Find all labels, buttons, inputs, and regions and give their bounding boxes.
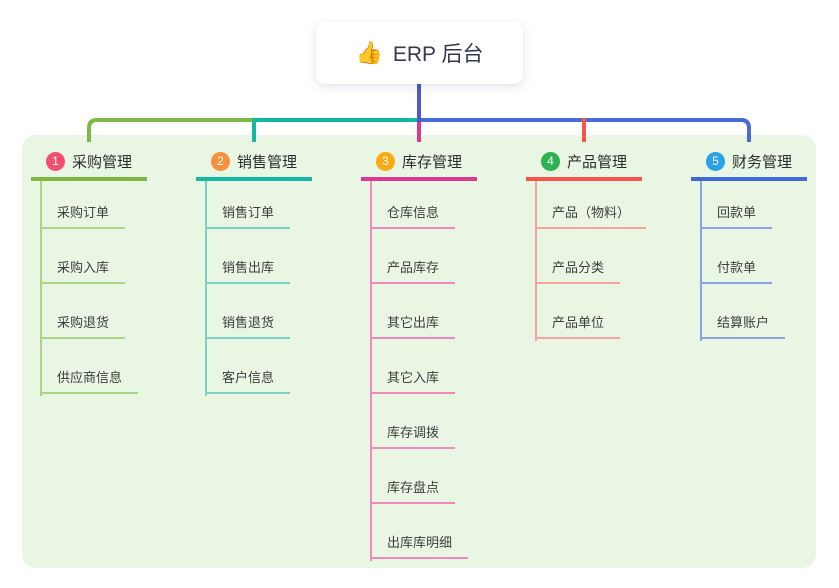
child-node[interactable]: 采购订单 <box>40 203 126 229</box>
branch-header-5[interactable]: 5 财务管理 <box>691 145 807 181</box>
branch-number-badge: 5 <box>705 151 725 171</box>
branch-label: 库存管理 <box>401 153 462 171</box>
thumbs-up-icon: 👍 <box>355 40 383 65</box>
branch-label: 销售管理 <box>236 153 297 171</box>
branch-label: 采购管理 <box>71 153 132 171</box>
child-node[interactable]: 产品库存 <box>370 258 456 284</box>
child-node[interactable]: 采购退货 <box>40 313 126 339</box>
child-node[interactable]: 产品单位 <box>535 313 621 339</box>
child-node[interactable]: 付款单 <box>700 258 773 284</box>
child-node[interactable]: 回款单 <box>700 203 773 229</box>
child-node[interactable]: 采购入库 <box>40 258 126 284</box>
branch-header-2[interactable]: 2 销售管理 <box>196 145 312 181</box>
child-node[interactable]: 其它入库 <box>370 368 456 394</box>
branch-stem <box>205 181 207 396</box>
child-node[interactable]: 结算账户 <box>700 313 786 339</box>
child-node[interactable]: 供应商信息 <box>40 368 139 394</box>
root-node[interactable]: 👍 ERP 后台 <box>316 22 523 84</box>
child-node[interactable]: 销售出库 <box>205 258 291 284</box>
child-node[interactable]: 客户信息 <box>205 368 291 394</box>
child-node[interactable]: 出库库明细 <box>370 533 469 559</box>
child-node[interactable]: 销售退货 <box>205 313 291 339</box>
child-node[interactable]: 产品（物料） <box>535 203 647 229</box>
diagram-panel <box>22 135 816 568</box>
branch-number-badge: 4 <box>540 151 560 171</box>
branch-number-badge: 2 <box>210 151 230 171</box>
branch-label: 产品管理 <box>566 153 627 171</box>
child-node[interactable]: 销售订单 <box>205 203 291 229</box>
child-node[interactable]: 产品分类 <box>535 258 621 284</box>
branch-header-1[interactable]: 1 采购管理 <box>31 145 147 181</box>
child-node[interactable]: 仓库信息 <box>370 203 456 229</box>
branch-stem <box>40 181 42 396</box>
branch-number-badge: 1 <box>45 151 65 171</box>
branch-label: 财务管理 <box>731 153 792 171</box>
root-node-label: ERP 后台 <box>392 43 484 66</box>
child-node[interactable]: 库存盘点 <box>370 478 456 504</box>
child-node[interactable]: 库存调拨 <box>370 423 456 449</box>
branch-header-3[interactable]: 3 库存管理 <box>361 145 477 181</box>
branch-stem <box>700 181 702 341</box>
branch-header-4[interactable]: 4 产品管理 <box>526 145 642 181</box>
branch-stem <box>535 181 537 341</box>
child-node[interactable]: 其它出库 <box>370 313 456 339</box>
branch-stem <box>370 181 372 561</box>
branch-number-badge: 3 <box>375 151 395 171</box>
